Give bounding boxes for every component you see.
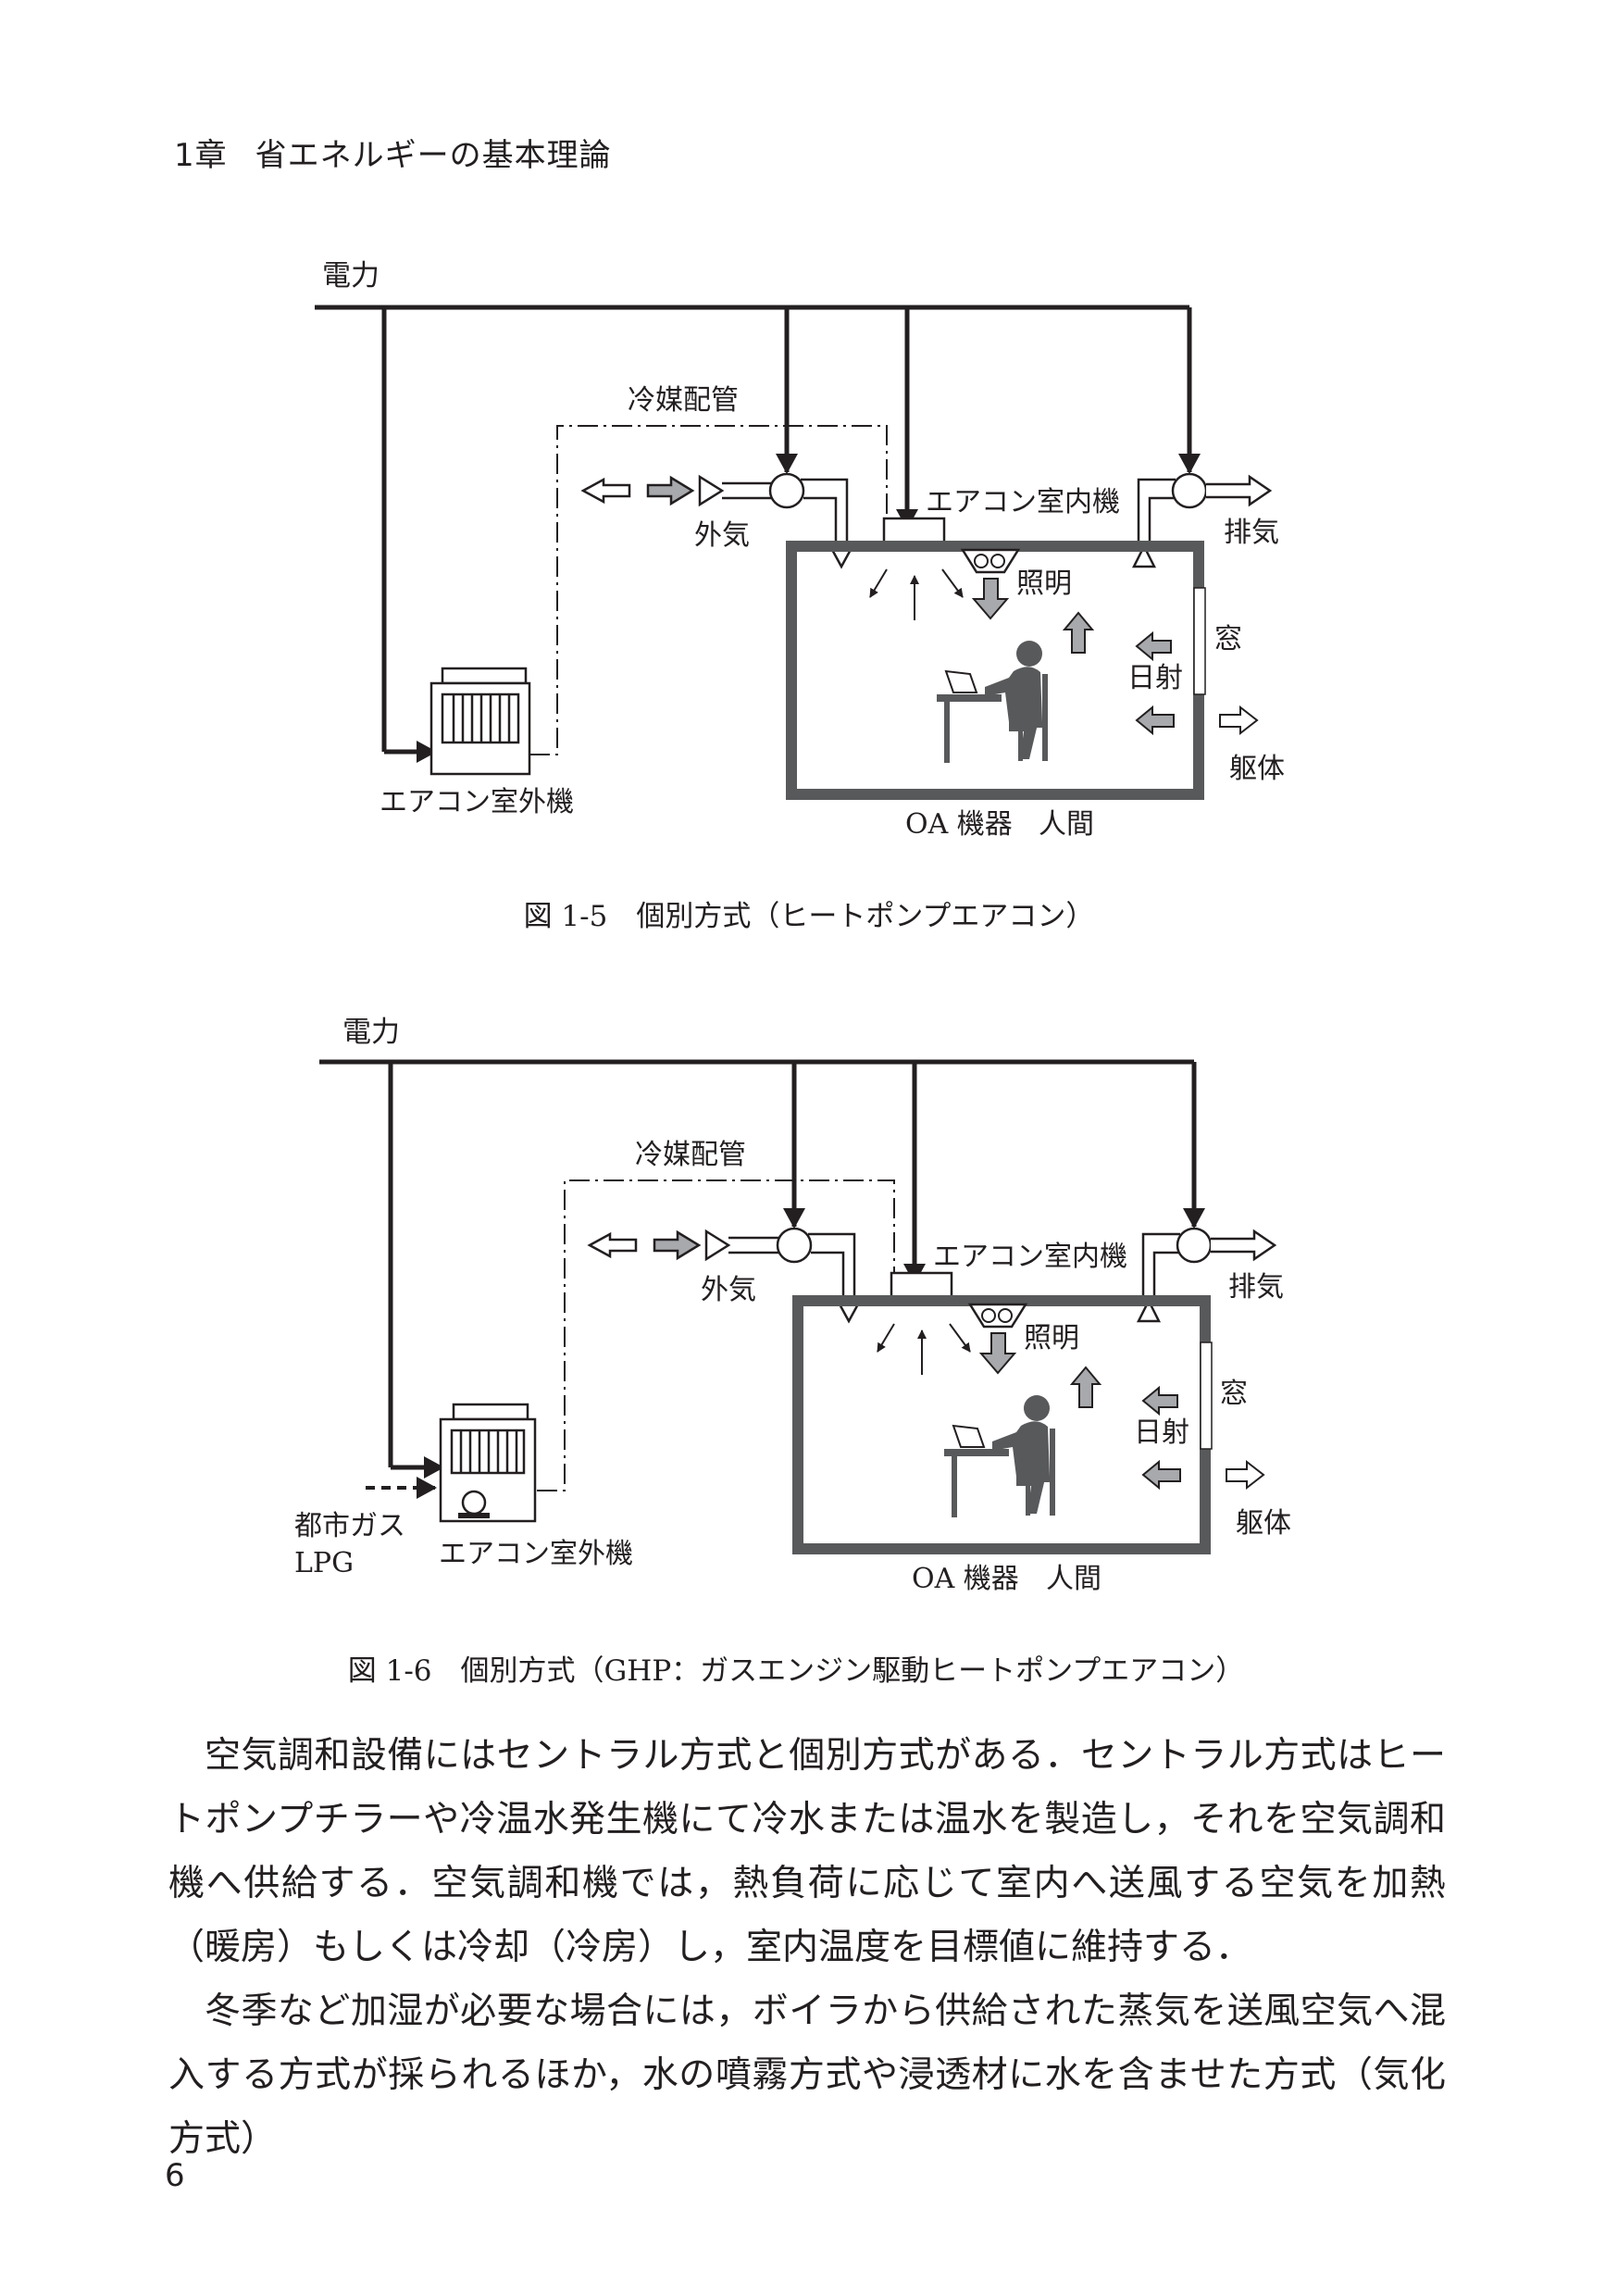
figure-1-6: 電力 冷媒配管 都市ガス LPG エアコン室 (0, 1000, 1618, 1703)
outside-air-label: 外気 (701, 1274, 756, 1306)
exhaust-fan-duct (1136, 1227, 1277, 1323)
air-in-arrow (580, 477, 631, 505)
airflow-arrows (869, 568, 964, 620)
oa-equipment-label: OA 機器 (905, 808, 1013, 841)
human-heat-arrow (1062, 611, 1095, 654)
figure-1-6-caption: 図 1-6 個別方式（GHP：ガスエンジン駆動ヒートポンプエアコン） (348, 1654, 1245, 1688)
refrigerant-pipe-label: 冷媒配管 (628, 384, 739, 417)
chapter-title: 省エネルギーの基本理論 (255, 137, 612, 174)
structure-label: 躯体 (1236, 1507, 1291, 1540)
outdoor-unit (429, 667, 531, 776)
figure-1-5-diagram: 電力 冷媒配管 エアコン室外機 外気 (315, 259, 1285, 933)
paragraph-1: 空気調和設備にはセントラル方式と個別方式がある．セントラル方式はヒートポンプチラ… (168, 1735, 1446, 1968)
figure-1-5: 電力 冷媒配管 エアコン室外機 外気 (0, 241, 1618, 944)
window-label: 窓 (1214, 623, 1242, 655)
city-gas-label: 都市ガス (294, 1510, 405, 1542)
paragraph-2: 冬季など加湿が必要な場合には，ボイラから供給された蒸気を送風空気へ混入する方式が… (168, 1990, 1446, 2160)
person-at-desk-icon (944, 1395, 1055, 1517)
air-in-arrow (587, 1231, 638, 1259)
indoor-unit-label: エアコン室内機 (926, 486, 1120, 518)
chapter-number: 1章 (174, 137, 228, 174)
window-pane (1193, 587, 1206, 695)
lighting-label: 照明 (1024, 1322, 1079, 1354)
indoor-unit-label: エアコン室内機 (933, 1241, 1127, 1273)
solar-heat-arrow (1135, 630, 1172, 662)
figure-1-6-diagram: 電力 冷媒配管 都市ガス LPG エアコン室 (294, 1016, 1291, 1688)
air-out-arrow (653, 1229, 702, 1261)
exhaust-label: 排気 (1224, 517, 1279, 549)
figure-1-5-caption: 図 1-5 個別方式（ヒートポンプエアコン） (524, 900, 1095, 933)
air-out-arrow (646, 475, 695, 506)
human-label: 人間 (1046, 1563, 1101, 1595)
page-number: 6 (165, 2157, 185, 2194)
outdoor-unit-label: エアコン室外機 (439, 1538, 633, 1570)
structure-heat-in-arrow (1141, 1459, 1181, 1491)
lighting-heat-arrow (971, 578, 1010, 620)
outdoor-unit (439, 1403, 537, 1523)
structure-heat-in-arrow (1135, 705, 1175, 736)
outside-air-label: 外気 (694, 519, 750, 552)
body-text: 空気調和設備にはセントラル方式と個別方式がある．セントラル方式はヒートポンプチラ… (168, 1724, 1446, 2171)
power-line (319, 1059, 1205, 1479)
exhaust-fan-duct (1131, 472, 1273, 568)
oa-equipment-label: OA 機器 (912, 1563, 1019, 1595)
lighting-fixture (960, 548, 1021, 574)
outside-air-intake-icon (704, 1229, 731, 1262)
refrigerant-pipe (537, 1179, 895, 1491)
solar-label: 日射 (1127, 662, 1183, 694)
power-label: 電力 (342, 1016, 400, 1049)
power-label: 電力 (322, 259, 380, 293)
solar-label: 日射 (1134, 1416, 1189, 1449)
person-at-desk-icon (937, 641, 1048, 763)
outdoor-unit-label: エアコン室外機 (380, 786, 574, 818)
power-line (315, 305, 1201, 763)
human-heat-arrow (1069, 1366, 1102, 1408)
refrigerant-pipe-label: 冷媒配管 (635, 1139, 746, 1171)
running-header: 1章省エネルギーの基本理論 (174, 130, 612, 175)
solar-heat-arrow (1141, 1385, 1178, 1416)
structure-heat-out-arrow (1219, 705, 1259, 736)
window-pane (1200, 1341, 1213, 1450)
airflow-arrows (877, 1323, 971, 1375)
outside-air-intake-icon (698, 474, 725, 507)
lighting-fixture (967, 1303, 1028, 1329)
structure-label: 躯体 (1229, 753, 1285, 785)
window-label: 窓 (1220, 1378, 1248, 1410)
lighting-heat-arrow (978, 1332, 1017, 1375)
structure-heat-out-arrow (1226, 1459, 1265, 1491)
lighting-label: 照明 (1016, 568, 1072, 600)
lpg-label: LPG (294, 1547, 354, 1579)
refrigerant-pipe (529, 425, 888, 755)
exhaust-label: 排気 (1228, 1271, 1284, 1304)
human-label: 人間 (1039, 808, 1094, 841)
